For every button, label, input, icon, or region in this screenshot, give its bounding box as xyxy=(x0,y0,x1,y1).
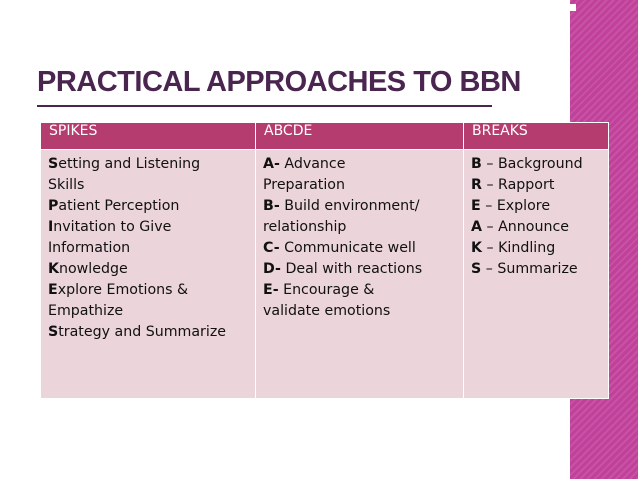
list-item: A- Advance xyxy=(263,154,459,175)
list-item: C- Communicate well xyxy=(263,238,459,259)
list-item-initial: A- xyxy=(263,156,280,172)
list-item-text: Communicate well xyxy=(279,240,416,256)
list-item-text: etting and Listening xyxy=(58,156,201,172)
list-item-initial: A xyxy=(471,219,482,235)
list-item-text: Deal with reactions xyxy=(280,261,423,277)
table-header-row: SPIKES ABCDE BREAKS xyxy=(40,122,609,150)
list-item-text: xplore Emotions & xyxy=(57,282,189,298)
list-item: relationship xyxy=(263,217,459,238)
list-item-initial: E- xyxy=(263,282,279,298)
list-item-text: – Rapport xyxy=(481,177,555,193)
list-item: Setting and Listening xyxy=(48,154,251,175)
list-item-text: nowledge xyxy=(59,261,128,277)
slide-title: PRACTICAL APPROACHES TO BBN xyxy=(37,66,521,98)
list-item: R – Rapport xyxy=(471,175,604,196)
list-item: Information xyxy=(48,238,251,259)
list-item-text: atient Perception xyxy=(58,198,180,214)
list-item-text: – Announce xyxy=(481,219,569,235)
list-item-text: – Explore xyxy=(480,198,551,214)
list-item: S – Summarize xyxy=(471,259,604,280)
list-item-text: Preparation xyxy=(263,177,345,193)
list-item: Skills xyxy=(48,175,251,196)
list-item-initial: E xyxy=(48,282,58,298)
list-item-text: nvitation to Give xyxy=(53,219,172,235)
column-header-breaks: BREAKS xyxy=(463,122,609,150)
list-item-text: Encourage & xyxy=(278,282,375,298)
list-item-text: relationship xyxy=(263,219,347,235)
list-item-text: Information xyxy=(48,240,131,256)
list-item: Empathize xyxy=(48,301,251,322)
list-item: E- Encourage & xyxy=(263,280,459,301)
approaches-table: SPIKES ABCDE BREAKS Setting and Listenin… xyxy=(40,122,609,399)
list-item-text: validate emotions xyxy=(263,303,391,319)
list-item-text: – Summarize xyxy=(481,261,578,277)
list-item-initial: S xyxy=(471,261,482,277)
list-item-initial: P xyxy=(48,198,59,214)
list-item-initial: D- xyxy=(263,261,281,277)
list-item-initial: B- xyxy=(263,198,280,214)
column-header-abcde: ABCDE xyxy=(255,122,464,150)
decorative-corner-square xyxy=(569,4,576,11)
list-item-initial: C- xyxy=(263,240,280,256)
list-item-initial: S xyxy=(48,156,59,172)
list-item-text: – Kindling xyxy=(482,240,556,256)
list-item-text: Advance xyxy=(279,156,346,172)
list-item: Knowledge xyxy=(48,259,251,280)
list-item-initial: K xyxy=(48,261,59,277)
list-item: B- Build environment/ xyxy=(263,196,459,217)
list-item: B – Background xyxy=(471,154,604,175)
list-item: Invitation to Give xyxy=(48,217,251,238)
list-item-initial: I xyxy=(48,219,54,235)
list-item: K – Kindling xyxy=(471,238,604,259)
list-item-text: Empathize xyxy=(48,303,124,319)
list-item: Strategy and Summarize xyxy=(48,322,251,343)
list-item: E – Explore xyxy=(471,196,604,217)
list-item-text: Skills xyxy=(48,177,85,193)
list-item-initial: E xyxy=(471,198,481,214)
list-item-initial: K xyxy=(471,240,482,256)
list-item: validate emotions xyxy=(263,301,459,322)
list-item-initial: S xyxy=(48,324,59,340)
list-item-text: trategy and Summarize xyxy=(58,324,226,340)
column-header-spikes: SPIKES xyxy=(40,122,256,150)
list-item-initial: B xyxy=(471,156,482,172)
list-item: Patient Perception xyxy=(48,196,251,217)
list-item-text: Build environment/ xyxy=(279,198,420,214)
list-item: Preparation xyxy=(263,175,459,196)
list-item: A – Announce xyxy=(471,217,604,238)
list-item: Explore Emotions & xyxy=(48,280,251,301)
list-item-text: – Background xyxy=(481,156,583,172)
title-underline xyxy=(37,105,492,107)
list-item: D- Deal with reactions xyxy=(263,259,459,280)
list-item-initial: R xyxy=(471,177,482,193)
